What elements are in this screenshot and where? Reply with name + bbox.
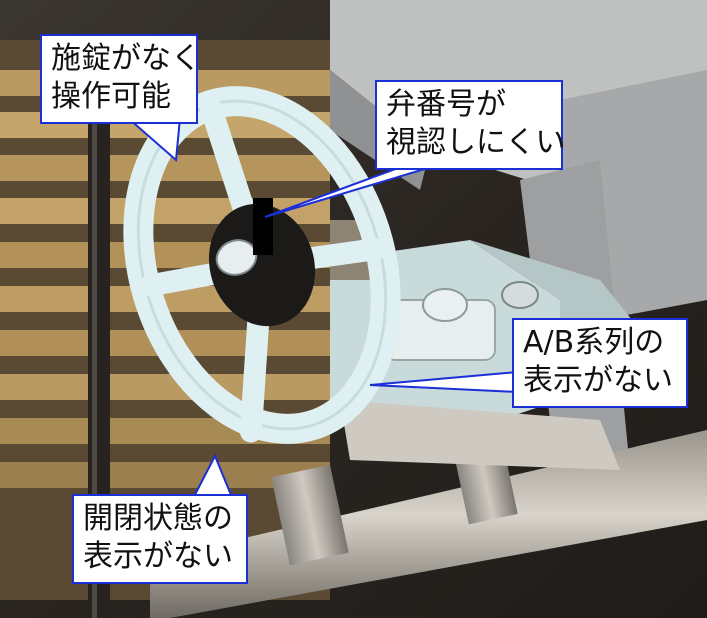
callout-train-label-line-2: 表示がない <box>523 363 673 398</box>
callout-train-label: A/B系列の 表示がない <box>512 318 688 408</box>
callout-open-close-line-2: 表示がない <box>83 539 233 574</box>
callout-no-lock: 施錠がなく 操作可能 <box>40 34 201 124</box>
callout-valve-number: 弁番号が 視認しにくい <box>375 80 566 170</box>
callout-no-lock-line-1: 施錠がなく <box>51 41 201 76</box>
callout-train-label-line-1: A/B系列の <box>523 325 665 360</box>
callout-no-lock-line-2: 操作可能 <box>51 79 171 114</box>
callout-open-close-line-1: 開閉状態の <box>83 501 233 536</box>
callout-valve-number-line-1: 弁番号が <box>386 87 506 122</box>
handwheel <box>123 86 401 444</box>
callout-open-close: 開閉状態の 表示がない <box>72 494 248 584</box>
callout-valve-number-line-2: 視認しにくい <box>386 125 566 160</box>
valve-number-tag <box>253 198 273 255</box>
